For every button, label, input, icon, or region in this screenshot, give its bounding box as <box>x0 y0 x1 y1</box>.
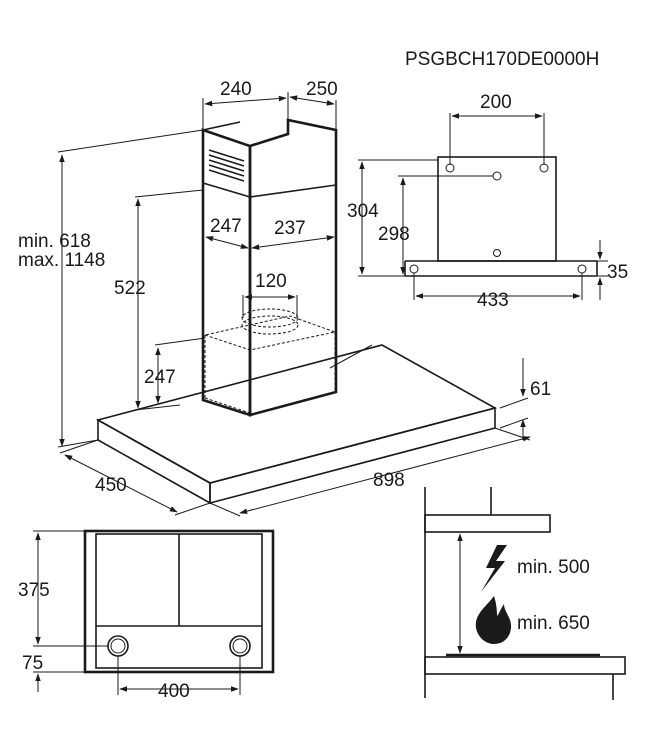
bracket-view: 200 304 298 35 433 <box>347 92 628 311</box>
inner-depth-label: 237 <box>274 218 306 239</box>
motor-height-label: 247 <box>144 367 176 388</box>
edge-offset-dim: 75 <box>22 653 85 692</box>
canopy-depth-label: 450 <box>95 475 127 496</box>
vent-slots <box>208 149 245 182</box>
bottom-view: 375 75 400 <box>18 529 275 702</box>
light-spacing-label: 400 <box>158 681 190 702</box>
bottom-depth-dim: 375 <box>18 530 108 647</box>
motor-height-dim: 247 <box>144 337 206 404</box>
outlet-label: 120 <box>255 271 287 292</box>
base-height-dim: 35 <box>597 240 628 300</box>
hole-height-dim: 298 <box>378 175 493 275</box>
inner-width-dim: 247 <box>205 216 249 249</box>
edge-offset-label: 75 <box>22 653 43 674</box>
hole-spacing-dim: 200 <box>449 92 545 165</box>
clearance-view: min. 500 min. 650 <box>424 487 626 700</box>
gas-min-label: min. 650 <box>517 613 590 634</box>
inner-width-label: 247 <box>210 216 242 237</box>
canopy-thickness-dim: 61 <box>499 358 551 440</box>
model-code: PSGBCH170DE0000H <box>405 49 599 70</box>
bottom-depth-label: 375 <box>18 580 50 601</box>
bracket-height-label: 304 <box>347 201 379 222</box>
main-hood-view: 240 250 247 237 120 min. 618 max. 1148 <box>18 79 551 517</box>
lightning-icon <box>481 545 507 592</box>
height-min-label: min. 618 <box>18 231 91 252</box>
outlet-dim: 120 <box>242 271 298 318</box>
inner-depth-dim: 237 <box>251 218 335 250</box>
height-range-dim: min. 618 max. 1148 <box>18 129 204 448</box>
chimney <box>201 118 338 417</box>
base-height-label: 35 <box>607 262 628 283</box>
canopy-depth-dim: 450 <box>59 439 211 516</box>
motor-box <box>203 308 337 414</box>
hole-spacing-label: 200 <box>480 92 512 113</box>
lights <box>107 635 251 657</box>
chimney-width-dim: 240 <box>202 79 289 130</box>
chimney-height-label: 522 <box>114 278 146 299</box>
light-spacing-dim: 400 <box>117 656 241 702</box>
base-spacing-dim: 433 <box>413 273 583 311</box>
hole-height-label: 298 <box>378 224 410 245</box>
bracket-holes <box>409 163 587 274</box>
chimney-height-dim: 522 <box>114 189 204 411</box>
chimney-depth-dim: 250 <box>289 79 338 130</box>
canopy-width-label: 898 <box>373 470 405 491</box>
electric-min-label: min. 500 <box>517 557 590 578</box>
height-max-label: max. 1148 <box>18 250 105 271</box>
chimney-width-label: 240 <box>220 79 252 100</box>
flame-icon <box>475 596 512 644</box>
bracket-height-dim: 304 <box>347 159 438 277</box>
chimney-depth-label: 250 <box>306 79 338 100</box>
canopy-thickness-label: 61 <box>530 379 551 400</box>
canopy-width-dim: 898 <box>209 427 531 517</box>
base-spacing-label: 433 <box>477 290 509 311</box>
